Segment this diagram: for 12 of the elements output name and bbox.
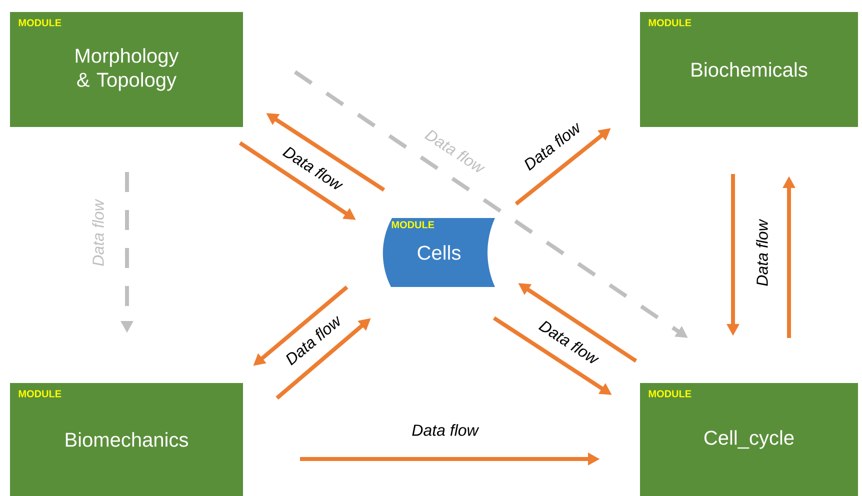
edge-label: Data flow (538, 320, 600, 364)
edge-label: Data flow (424, 130, 486, 172)
edge-label: Data flow (524, 122, 580, 171)
edge-label: Data flow (92, 198, 104, 266)
edge-label: Data flow (412, 424, 480, 436)
edge-label: Data flow (282, 146, 344, 190)
module-box: MODULE Biochemicals (640, 12, 858, 127)
edge-label: Data flow (286, 316, 340, 366)
module-box: MODULE Morphology & Topology (10, 12, 243, 127)
module-box: MODULE Biomechanics (10, 383, 243, 496)
module-box: MODULE Cell_cycle (640, 383, 858, 496)
edge-label: Data flow (756, 218, 768, 286)
